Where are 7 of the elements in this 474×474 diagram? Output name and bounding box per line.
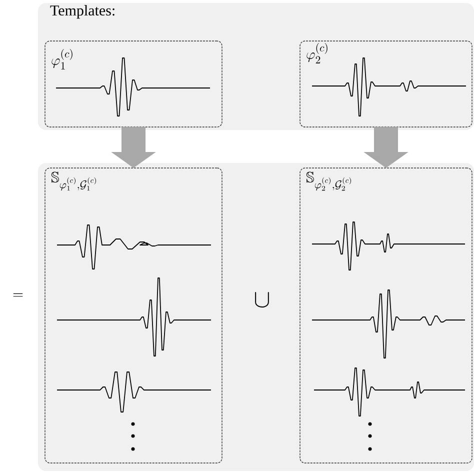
dashed-box: $\mathbb{S}_{\varphi_1^{(c)},\mathcal{G}_1^{(c)}}$ — [44, 168, 222, 464]
dashed-box: $\mathbb{S}_{\varphi_2^{(c)},\mathcal{G}_2^{(c)}}$ — [300, 168, 472, 464]
dashed-box: $\varphi_2^{(c)}$ — [300, 40, 472, 128]
dashed-box: $\varphi_1^{(c)}$ — [44, 40, 222, 128]
math-symbol: $=$ — [13, 293, 23, 297]
panel-background — [38, 163, 474, 471]
math-symbol: $\cup$ — [255, 292, 269, 308]
